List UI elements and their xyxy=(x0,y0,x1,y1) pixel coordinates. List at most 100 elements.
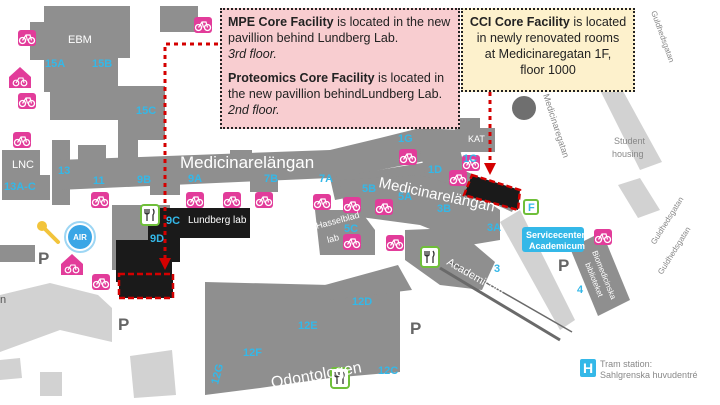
label-servicecenter-academicum: Academicum xyxy=(529,241,585,251)
bike-icon xyxy=(17,29,37,47)
label-12d: 12D xyxy=(352,296,372,308)
label-12f: 12F xyxy=(243,347,262,359)
rotunda xyxy=(512,96,536,120)
label-4: 4 xyxy=(577,284,584,296)
parking-p: P xyxy=(410,319,421,338)
bike-icon xyxy=(593,228,613,246)
label-12c: 12C xyxy=(378,365,398,377)
mpe-location: is located in the new pavillion behind L… xyxy=(228,15,451,45)
label-15b: 15B xyxy=(92,58,112,70)
proteomics-floor: 2nd floor. xyxy=(228,103,280,117)
parking-p: P xyxy=(118,315,129,334)
bike-icon xyxy=(17,92,37,110)
tram-station-name: Sahlgrenska huvudentré xyxy=(600,370,698,380)
label-7a: 7A xyxy=(319,173,333,185)
label-13a-c: 13A-C xyxy=(4,181,36,193)
medicinaregatan-road xyxy=(439,210,575,342)
label-1c: 1C xyxy=(463,153,477,165)
cci-line-1: CCI Core Facility is located in newly re… xyxy=(469,14,627,46)
wrench-icon xyxy=(37,221,60,244)
label-12e: 12E xyxy=(298,320,318,332)
servicecenter-badge xyxy=(522,227,584,252)
mpe-floor: 3rd floor. xyxy=(228,47,277,61)
bike-icon xyxy=(90,191,110,209)
bike-icon xyxy=(448,169,468,187)
tram-station-label: Tram station: Sahlgrenska huvudentré xyxy=(600,359,698,380)
label-3: 3 xyxy=(494,263,500,275)
label-15c: 15C xyxy=(136,105,156,117)
label-13: 13 xyxy=(58,165,70,177)
label-hasselblad-lab: lab xyxy=(326,232,340,245)
bike-icon xyxy=(374,198,394,216)
label-f: F xyxy=(528,202,535,214)
callout-spacer xyxy=(228,62,452,70)
cci-title: CCI Core Facility xyxy=(469,15,570,29)
cci-location-text: is located in newly renovated rooms xyxy=(476,15,627,45)
bike-icon xyxy=(342,233,362,251)
label-1d: 1D xyxy=(428,164,442,176)
mpe-title: MPE Core Facility xyxy=(228,15,334,29)
label-5a: 5A xyxy=(398,191,412,203)
label-5c: 5C xyxy=(344,223,358,235)
cci-highlight xyxy=(462,173,522,212)
parking-p: P xyxy=(558,256,569,275)
label-11: 11 xyxy=(93,175,105,187)
bike-icon xyxy=(312,193,332,211)
label-servicecenter: Servicecenter xyxy=(526,230,586,240)
label-medicinaregatan: Medicinaregatan xyxy=(541,93,571,159)
cci-floor: floor 1000 xyxy=(520,63,576,77)
cci-arrowhead xyxy=(484,163,496,175)
label-9a: 9A xyxy=(188,173,202,185)
label-edge-n: n xyxy=(0,294,6,306)
bike-icon xyxy=(193,16,213,34)
label-9b: 9B xyxy=(137,174,151,186)
tram-station-icon: H xyxy=(580,359,596,377)
mpe-proteomics-callout: MPE Core Facility is located in the new … xyxy=(220,8,460,129)
air-icon: AIR xyxy=(64,221,96,253)
bike-icon xyxy=(254,191,274,209)
proteomics-paragraph: Proteomics Core Facility is located in t… xyxy=(228,70,452,102)
label-medicinarelangan-west: Medicinarelängan xyxy=(180,153,314,172)
mpe-arrowhead xyxy=(159,258,171,270)
label-lundberg-lab: Lundberg lab xyxy=(188,215,247,226)
bike-icon xyxy=(12,131,32,149)
mpe-proteomics-highlight xyxy=(117,272,175,300)
cci-callout: CCI Core Facility is located in newly re… xyxy=(461,8,635,92)
bike-house-icon xyxy=(8,66,32,89)
label-housing: housing xyxy=(612,149,644,159)
label-15a: 15A xyxy=(45,58,65,70)
restaurant-icon xyxy=(420,246,440,268)
label-5b: 5B xyxy=(362,183,376,195)
bike-icon xyxy=(222,191,242,209)
label-kat: KAT xyxy=(468,134,485,144)
proteomics-title: Proteomics Core Facility xyxy=(228,71,375,85)
label-3a: 3A xyxy=(487,222,501,234)
label-student: Student xyxy=(614,136,646,146)
restaurant-icon xyxy=(140,204,160,226)
label-9d: 9D xyxy=(150,233,164,245)
bike-house-icon xyxy=(60,253,84,276)
label-ebm: EBM xyxy=(68,34,92,46)
label-guldhedsgatan-top: Guldhedsgatan xyxy=(649,10,676,64)
svg-text:H: H xyxy=(583,360,593,376)
pointer-arrows xyxy=(163,42,492,260)
label-12g: 12G xyxy=(209,363,226,386)
bike-icon xyxy=(91,273,111,291)
green-marker xyxy=(523,199,539,215)
facility-highlights xyxy=(117,173,522,300)
mpe-pointer-arrow xyxy=(163,42,218,260)
cci-address: at Medicinaregatan 1F, xyxy=(484,47,612,61)
proteomics-location: is located in the new pavillion behindLu… xyxy=(228,71,445,101)
label-7b: 7B xyxy=(264,173,278,185)
bike-icon xyxy=(385,234,405,252)
svg-text:AIR: AIR xyxy=(73,233,87,242)
parking-p: P xyxy=(38,249,49,268)
mpe-paragraph: MPE Core Facility is located in the new … xyxy=(228,14,452,46)
bike-icon xyxy=(398,148,418,166)
label-3b: 3B xyxy=(437,203,451,215)
tram-station-title: Tram station: xyxy=(600,359,652,369)
label-lnc: LNC xyxy=(12,159,34,171)
bike-icon xyxy=(185,191,205,209)
parking-labels: P P P P xyxy=(38,249,569,338)
